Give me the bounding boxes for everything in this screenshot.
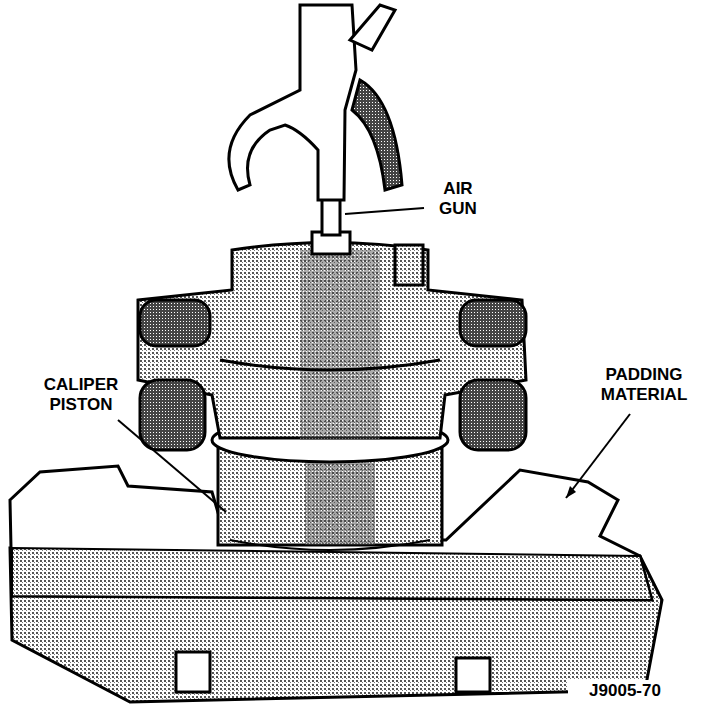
part-label: PADDING MATERIAL [590, 364, 698, 405]
leader-line [345, 208, 424, 214]
body-seam [220, 360, 440, 370]
leader-arrowhead [566, 486, 576, 498]
bench-slot [456, 658, 490, 692]
bleeder-screw [395, 245, 423, 285]
caliper-bolt [140, 300, 526, 450]
air-gun-trigger [352, 80, 402, 190]
leader-line [566, 414, 630, 498]
air-gun-lever [350, 5, 395, 50]
padding-fold [12, 548, 652, 600]
air-gun-body [229, 5, 356, 200]
leader-line [118, 420, 226, 512]
figure-number: J9005-70 [568, 680, 682, 702]
part-label: CALIPER PISTON [30, 374, 132, 415]
piston-edge [230, 540, 430, 550]
bench-slot [176, 652, 210, 692]
bench [10, 548, 662, 702]
part-label: AIR GUN [428, 178, 488, 219]
body-shade [300, 250, 380, 440]
